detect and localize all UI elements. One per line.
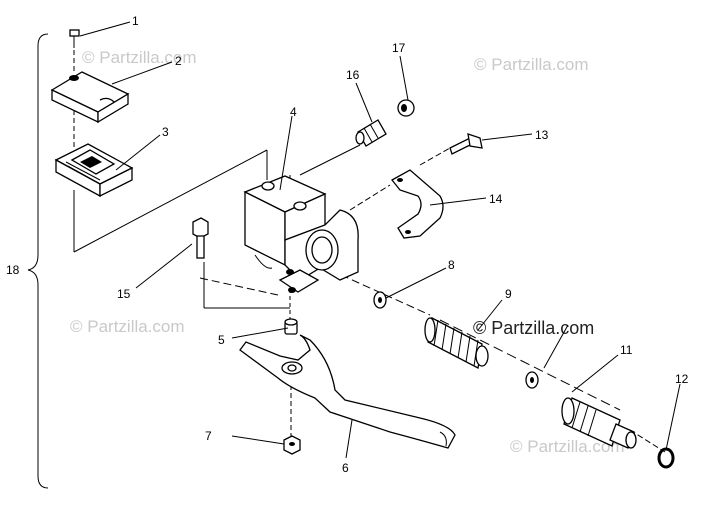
bushing-part (284, 318, 298, 335)
piston-part (561, 397, 637, 449)
clamp-part (391, 169, 444, 239)
spring-part (424, 317, 489, 369)
watermark: © Partzilla.com (510, 437, 625, 456)
clamp-screw-part (449, 133, 483, 155)
assembly-bracket (27, 33, 49, 489)
watermark: © Partzilla.com (70, 317, 185, 336)
small-washer-part (525, 371, 539, 389)
bleeder-screw-part (355, 119, 387, 147)
callout-4: 4 (290, 105, 297, 119)
callout-8: 8 (448, 258, 455, 272)
callout-18: 18 (6, 263, 20, 277)
reservoir-cover-part (50, 71, 130, 124)
callout-15: 15 (117, 287, 131, 301)
brake-lever-part (239, 334, 456, 449)
retaining-ring-part (657, 447, 675, 469)
callout-9: 9 (505, 287, 512, 301)
assembly-lines (73, 34, 666, 453)
screw-part (69, 29, 80, 48)
callout-11: 11 (620, 343, 633, 357)
callout-16: 16 (346, 68, 360, 82)
callout-13: 13 (535, 128, 549, 142)
diaphragm-part (54, 143, 134, 198)
bleeder-cap-part (397, 99, 415, 117)
watermark: © Partzilla.com (474, 55, 589, 74)
nut-part (283, 435, 301, 455)
watermark: © Partzilla.com (473, 318, 594, 338)
callout-12: 12 (675, 372, 689, 386)
callout-labels: 1 2 3 4 5 6 7 8 9 11 12 13 14 15 16 17 1… (6, 14, 689, 475)
callout-17: 17 (392, 41, 406, 55)
callout-6: 6 (342, 461, 349, 475)
leader-lines (79, 21, 681, 459)
callout-14: 14 (489, 192, 503, 206)
washer-part (373, 291, 387, 309)
watermark: © Partzilla.com (82, 48, 197, 67)
callout-7: 7 (205, 429, 212, 443)
callout-1: 1 (132, 14, 139, 28)
master-cylinder-body-part (243, 175, 359, 293)
pivot-bolt-part (192, 217, 209, 259)
callout-2: 2 (175, 54, 182, 68)
callout-5: 5 (218, 333, 225, 347)
callout-3: 3 (162, 125, 169, 139)
